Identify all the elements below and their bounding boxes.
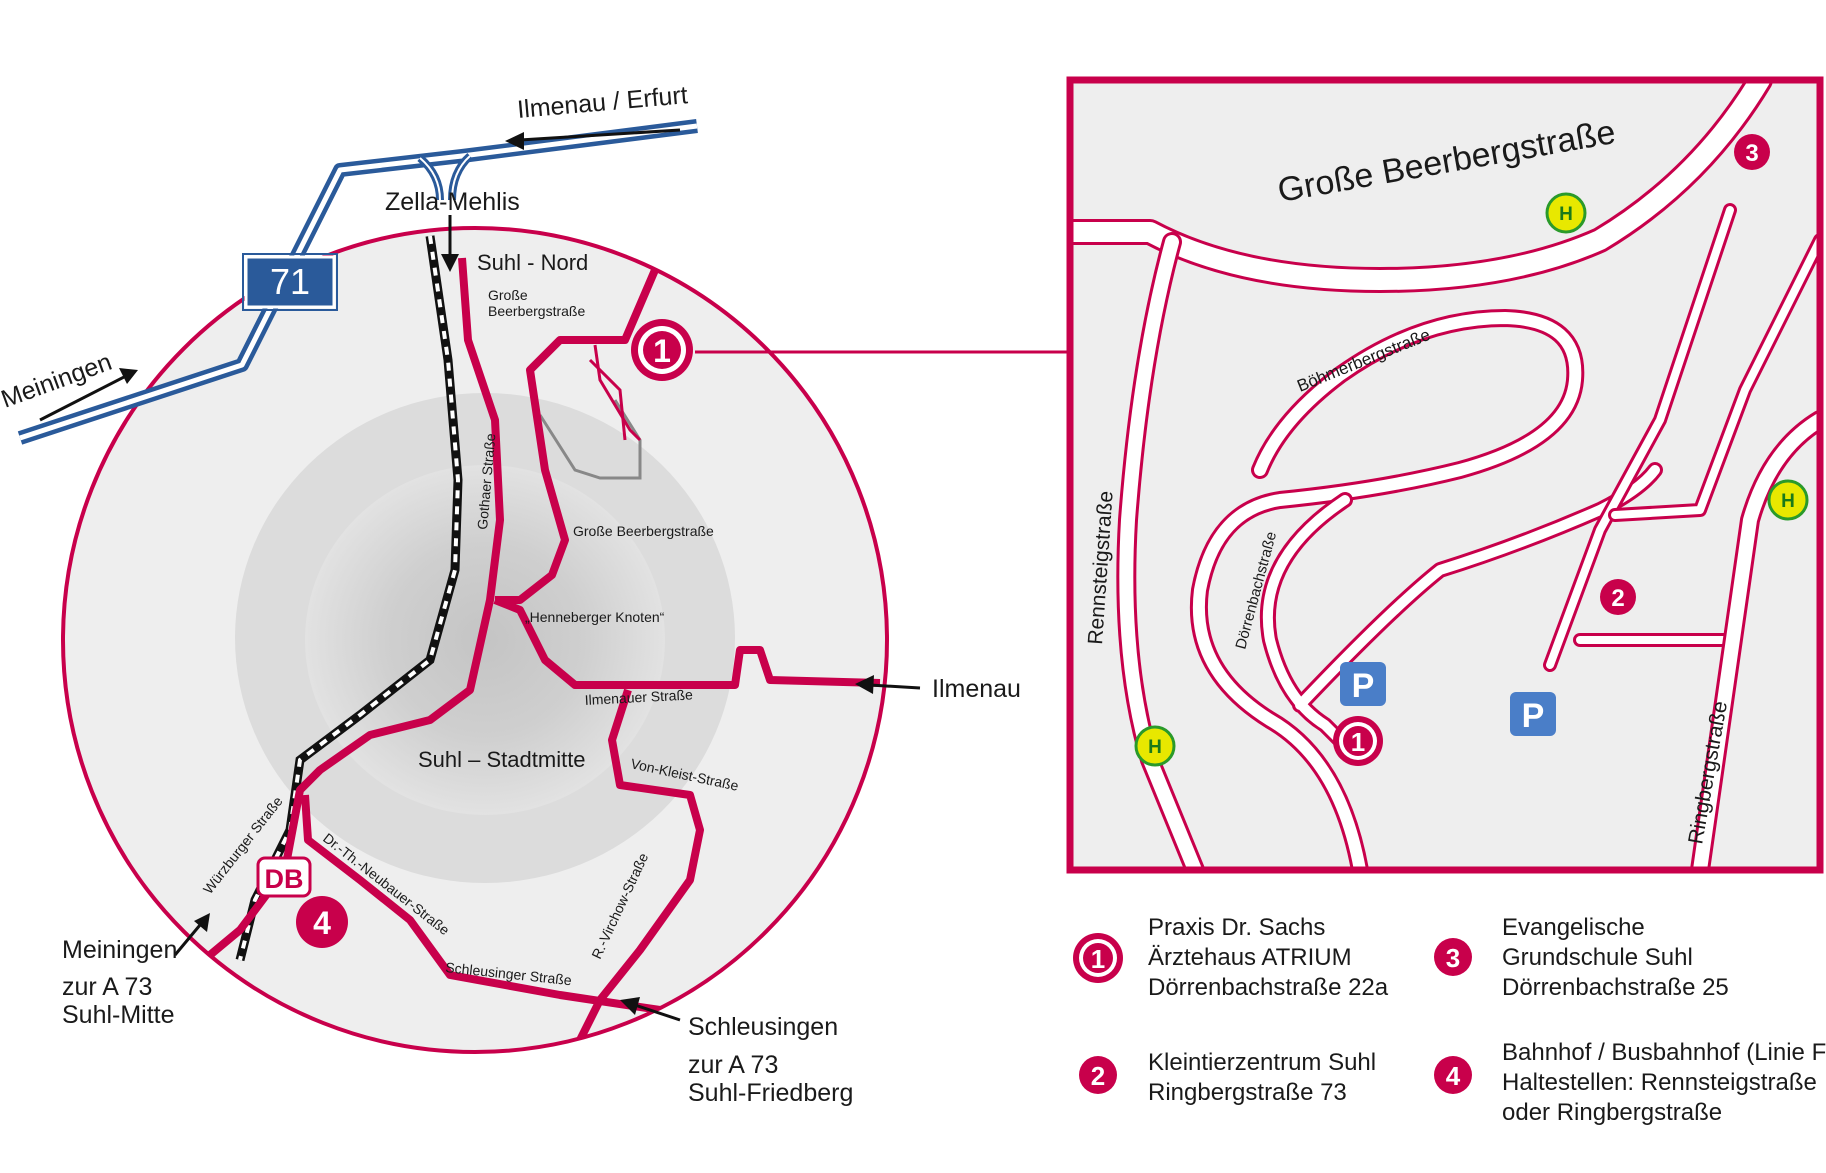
- legend-line: Bahnhof / Busbahnhof (Linie F): [1502, 1039, 1826, 1066]
- bus-stop-symbol: H: [1781, 491, 1795, 512]
- label-grosse-top-2: Beerbergstraße: [488, 303, 585, 319]
- detail-road-rennsteigstrasse: [1116, 232, 1205, 870]
- legend-item-4: 4 Bahnhof / Busbahnhof (Linie F) Haltest…: [1434, 1039, 1826, 1126]
- overview-marker-four-number: 4: [313, 905, 331, 941]
- label-zur-a73-friedberg: zur A 73: [688, 1051, 778, 1079]
- grosse-beerbergstrasse-road: [495, 268, 659, 604]
- bus-stop-ringbergstrasse: H: [1767, 479, 1809, 521]
- highway-a71: [17, 119, 698, 445]
- ilmenauer-strasse-road: [493, 596, 881, 689]
- label-ilmenauer-strasse: Ilmenauer Straße: [584, 686, 693, 708]
- label-schleusingen: Schleusingen: [688, 1013, 838, 1041]
- legend-line: Ringbergstraße 73: [1148, 1079, 1347, 1106]
- label-suhl-mitte: Suhl-Mitte: [62, 1001, 175, 1029]
- legend: 1 Praxis Dr. Sachs Ärztehaus ATRIUM Dörr…: [1073, 914, 1826, 1126]
- legend-line: Kleintierzentrum Suhl: [1148, 1049, 1376, 1076]
- overview-marker-one: 1: [631, 319, 693, 381]
- arrow-ilmenau-erfurt: [519, 128, 681, 142]
- detail-marker-one-number: 1: [1351, 727, 1365, 757]
- detail-marker-three: 3: [1734, 134, 1770, 170]
- db-badge: DB: [256, 856, 312, 898]
- arrow-ilmenau-east: [869, 683, 921, 690]
- label-suhl-friedberg: Suhl-Friedberg: [688, 1079, 853, 1107]
- legend-line: Praxis Dr. Sachs: [1148, 914, 1325, 941]
- parking-symbol: P: [1352, 667, 1375, 705]
- legend-line: oder Ringbergstraße: [1502, 1099, 1722, 1126]
- overview-marker-four: 4: [296, 896, 348, 948]
- parking-symbol: P: [1522, 697, 1545, 735]
- detail-marker-one: 1: [1333, 716, 1383, 766]
- bus-stop-symbol: H: [1148, 737, 1162, 758]
- detail-map: Große Beerbergstraße Böhmerbergstraße Re…: [1066, 76, 1824, 874]
- detail-marker-three-number: 3: [1745, 140, 1758, 167]
- bus-stop-symbol: H: [1559, 204, 1573, 225]
- label-meiningen-bottom: Meiningen: [62, 936, 177, 964]
- legend-line: Haltestellen: Rennsteigstraße: [1502, 1069, 1817, 1096]
- bus-stop-rennsteigstrasse: H: [1134, 725, 1176, 767]
- label-meiningen-top: Meiningen: [0, 348, 115, 414]
- von-kleist-virchow-road: [566, 688, 704, 1052]
- detail-frame: [1066, 76, 1824, 874]
- overview-marker-one-number: 1: [653, 333, 671, 369]
- overview-map: 71: [0, 81, 1021, 1107]
- detail-road-grosse-beerbergstrasse: [1070, 80, 1773, 293]
- detail-marker-two-number: 2: [1611, 585, 1624, 612]
- main-roads: [177, 257, 881, 1052]
- detail-road-ringbergstrasse: [1543, 203, 1820, 870]
- direction-arrows: [39, 128, 921, 1022]
- db-badge-text: DB: [265, 864, 304, 894]
- arrow-meiningen-top: [39, 373, 129, 422]
- legend-number: 3: [1446, 943, 1460, 973]
- legend-line: Dörrenbachstraße 25: [1502, 974, 1729, 1001]
- legend-number: 4: [1446, 1061, 1461, 1091]
- legend-line: Grundschule Suhl: [1502, 944, 1693, 971]
- label-grosse-beerbergstrasse-mid: Große Beerbergstraße: [573, 523, 714, 539]
- label-zella-mehlis: Zella-Mehlis: [385, 188, 520, 216]
- legend-line: Evangelische: [1502, 914, 1645, 941]
- highway-number: 71: [270, 261, 310, 302]
- detail-marker-two: 2: [1600, 579, 1636, 615]
- legend-item-1: 1 Praxis Dr. Sachs Ärztehaus ATRIUM Dörr…: [1073, 914, 1389, 1001]
- label-ilmenau-east: Ilmenau: [932, 675, 1021, 703]
- arrow-schleusingen: [634, 1003, 681, 1022]
- label-henneberger-knoten: „Henneberger Knoten“: [525, 609, 665, 625]
- label-suhl-nord: Suhl - Nord: [477, 250, 588, 275]
- access-road-marker-one-b: [588, 358, 627, 441]
- legend-line: Ärztehaus ATRIUM: [1148, 944, 1352, 971]
- label-grosse-top-1: Große: [488, 287, 528, 303]
- legend-item-2: 2 Kleintierzentrum Suhl Ringbergstraße 7…: [1079, 1049, 1376, 1106]
- legend-number: 1: [1091, 944, 1105, 974]
- highway-shield: 71: [242, 253, 338, 311]
- label-suhl-stadtmitte: Suhl – Stadtmitte: [418, 747, 586, 772]
- bus-stop-grosse-beerbergstrasse: H: [1545, 192, 1587, 234]
- legend-number: 2: [1091, 1061, 1105, 1091]
- label-zur-a73-mitte: zur A 73: [62, 973, 152, 1001]
- parking-sign-a: P: [1340, 662, 1386, 706]
- parking-sign-b: P: [1510, 692, 1556, 736]
- neubauer-schleusinger-road: [301, 794, 661, 1014]
- label-ilmenau-erfurt: Ilmenau / Erfurt: [516, 81, 689, 124]
- detail-road-boehmerbergstrasse: [1189, 309, 1585, 870]
- legend-line: Dörrenbachstraße 22a: [1148, 974, 1389, 1001]
- legend-item-3: 3 Evangelische Grundschule Suhl Dörrenba…: [1434, 914, 1729, 1001]
- arrow-meiningen-bottom: [173, 924, 202, 956]
- side-road: [538, 399, 642, 480]
